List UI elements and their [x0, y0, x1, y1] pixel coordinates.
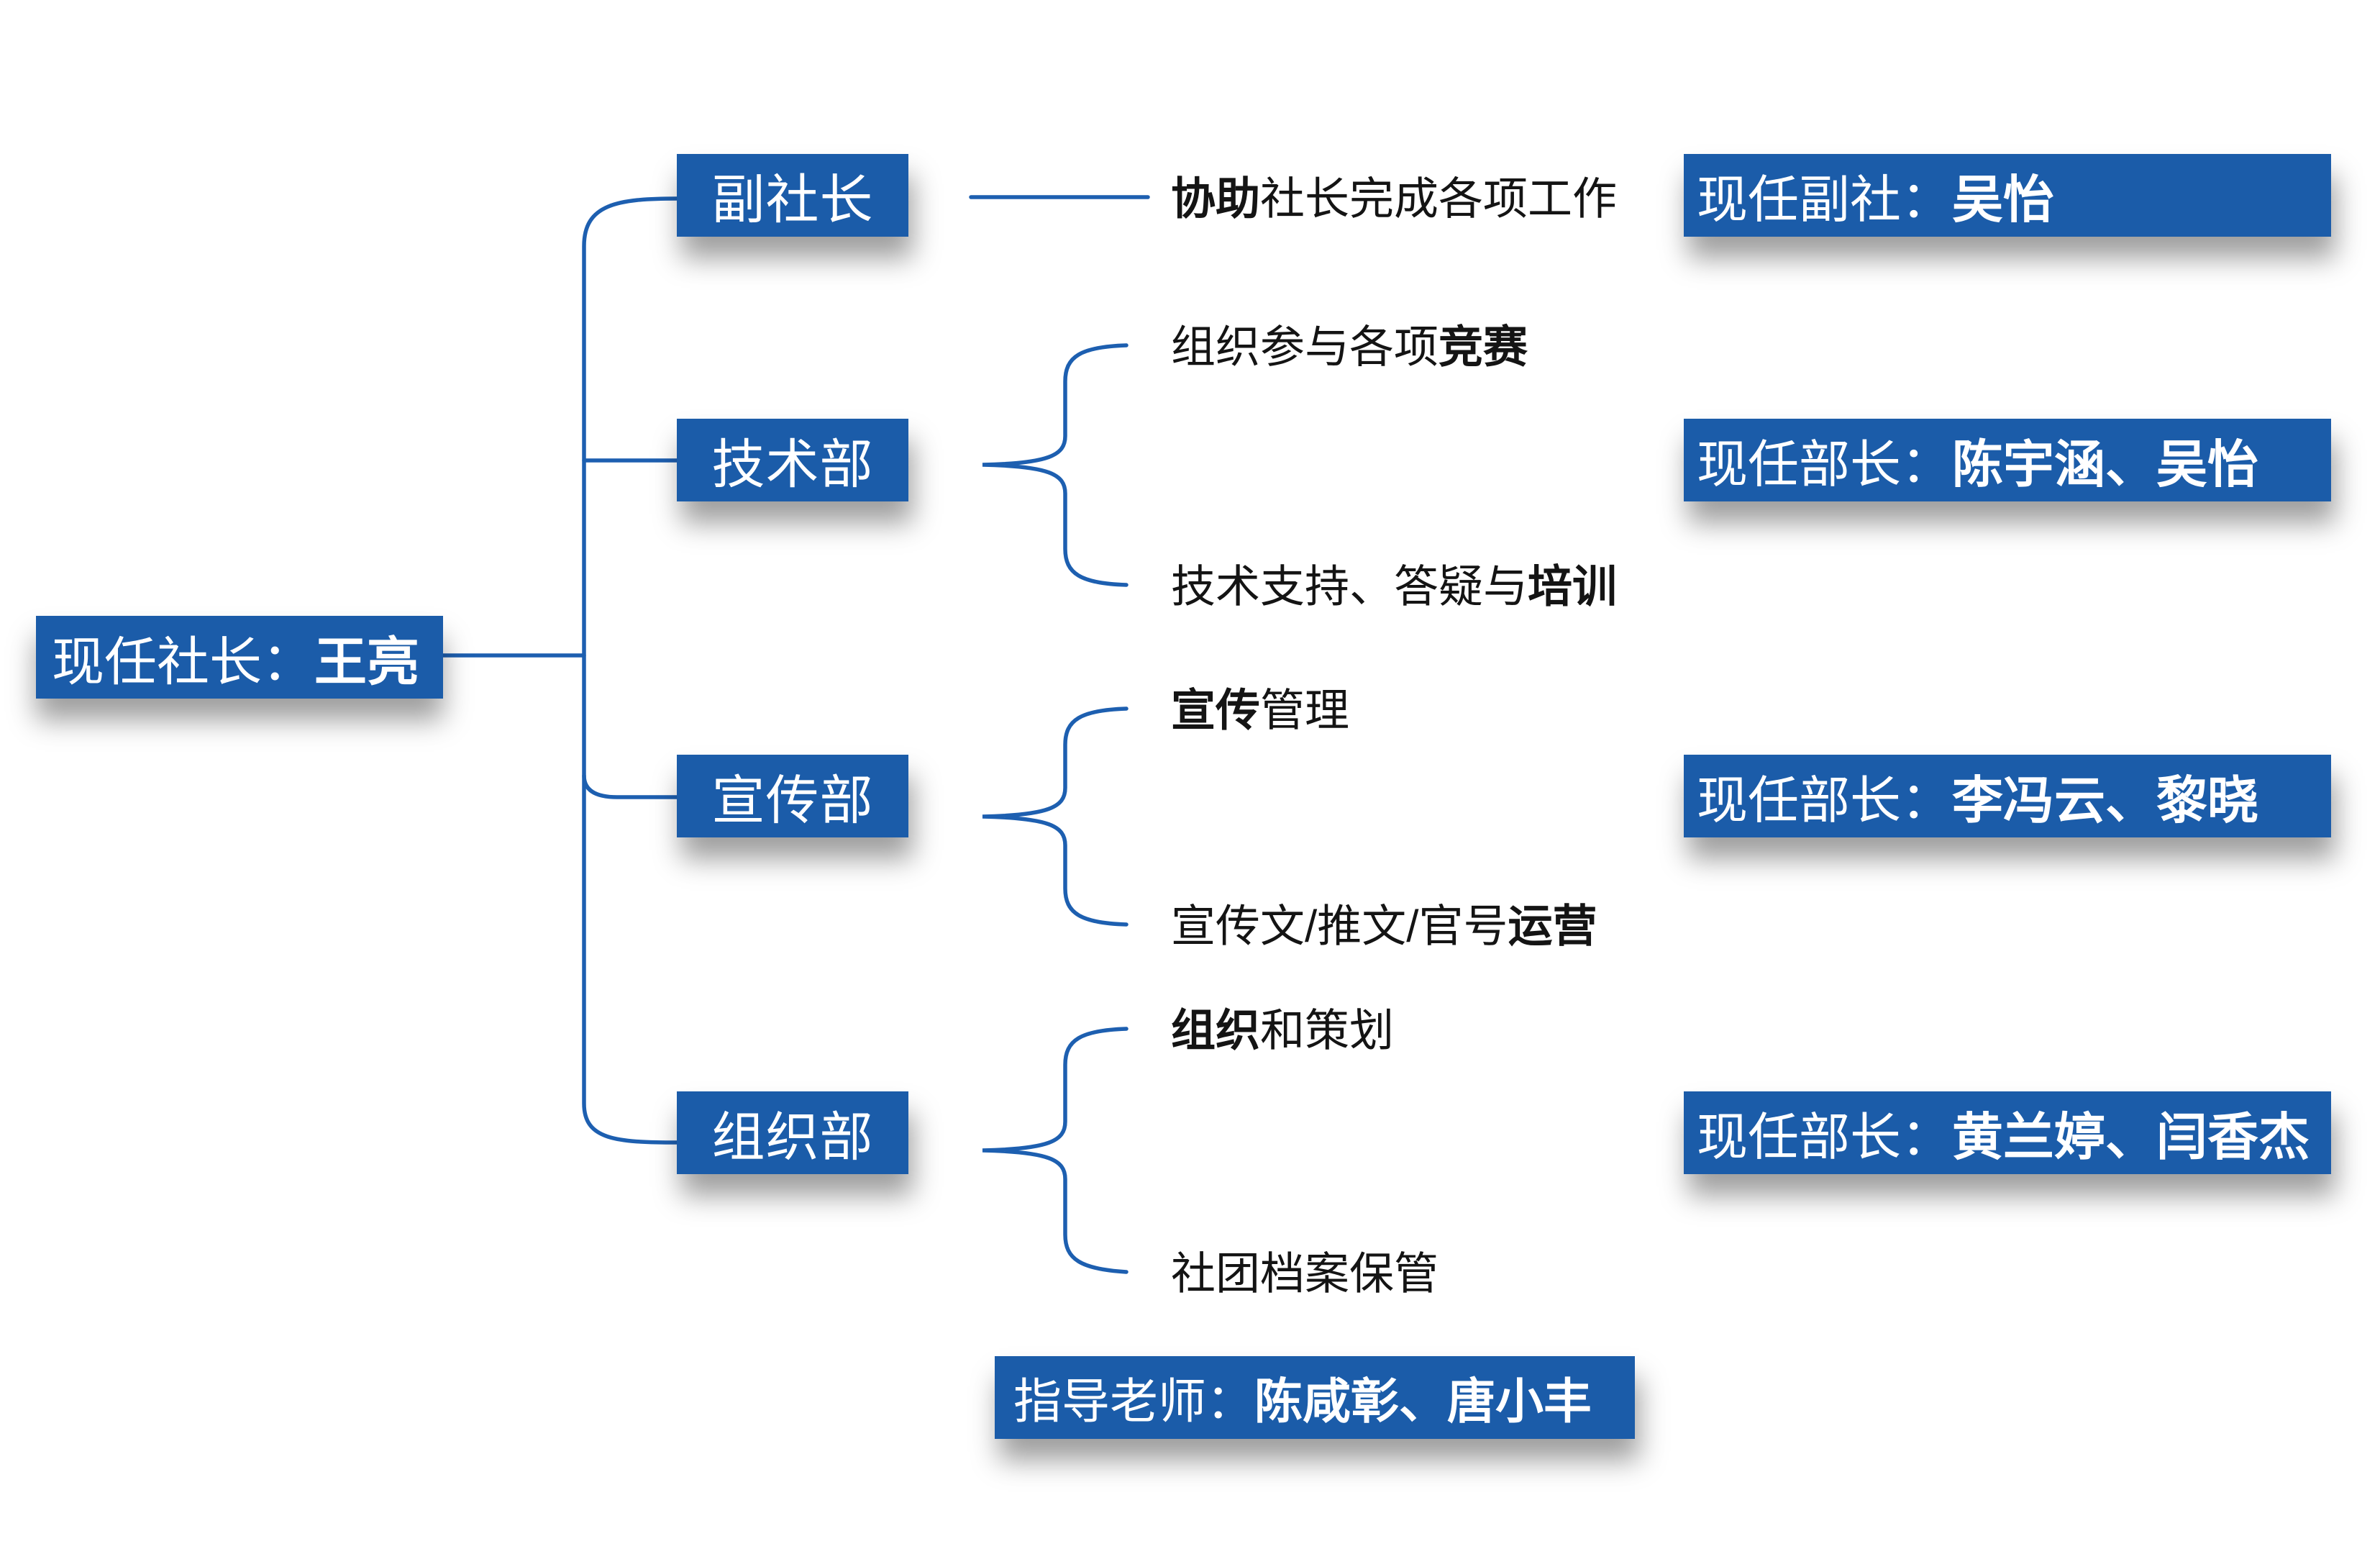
desc-segment-bold: 组织 [1171, 1006, 1261, 1056]
desc-segment-bold: 宣传 [1171, 686, 1261, 736]
leader-names: 陈宇涵、吴怡 [1952, 436, 2259, 494]
leader-bar-vice-president: 现任副社：吴怡 [1684, 154, 2331, 237]
desc-publicity-2: 宣传文/推文/官号运营 [1171, 889, 1597, 954]
desc-segment: 组织参与各项 [1171, 322, 1439, 373]
dept-box-vice-president: 副社长 [677, 154, 908, 237]
leader-label: 现任部长： [1697, 436, 1953, 494]
dept-label: 副社长 [711, 170, 874, 230]
publicity-brace [982, 706, 1129, 927]
leader-bar-tech: 现任部长：陈宇涵、吴怡 [1684, 419, 2331, 501]
desc-tech-1: 组织参与各项竞赛 [1171, 310, 1528, 375]
desc-segment-bold: 运营 [1508, 901, 1597, 952]
president-box: 现任社长：王亮 [36, 616, 443, 699]
leader-label: 现任部长： [1697, 772, 1953, 830]
desc-organization-1: 组织和策划 [1171, 994, 1394, 1058]
organization-brace [982, 1027, 1129, 1274]
dept-box-publicity: 宣传部 [677, 755, 908, 837]
desc-segment-bold: 竞赛 [1439, 322, 1528, 373]
desc-segment: 社团档案保管 [1171, 1249, 1439, 1299]
desc-segment-bold: 协助 [1171, 174, 1261, 224]
leader-names: 吴怡 [1952, 171, 2055, 229]
dept-box-tech: 技术部 [677, 419, 908, 501]
leader-label: 现任副社： [1697, 171, 1953, 229]
dept-box-organization: 组织部 [677, 1091, 908, 1174]
branch-publicity-connector [582, 773, 679, 799]
desc-tech-2: 技术支持、答疑与培训 [1171, 550, 1617, 614]
advisor-names: 陈咸彰、唐小丰 [1254, 1375, 1592, 1429]
desc-publicity-1: 宣传管理 [1171, 673, 1349, 738]
desc-segment: 宣传文/推文/官号 [1171, 901, 1508, 952]
desc-vice-president: 协助社长完成各项工作 [1171, 162, 1617, 227]
desc-segment: 管理 [1260, 686, 1350, 736]
desc-organization-2: 社团档案保管 [1171, 1237, 1439, 1301]
advisor-label: 指导老师： [1013, 1375, 1254, 1429]
leader-label: 现任部长： [1697, 1109, 1953, 1166]
desc-segment: 技术支持、答疑与 [1171, 562, 1528, 612]
president-label: 现任社长： [52, 632, 314, 691]
desc-segment: 和策划 [1260, 1006, 1395, 1056]
desc-segment-bold: 培训 [1528, 562, 1618, 612]
dept-label: 技术部 [711, 435, 874, 494]
leader-names: 黄兰婷、闫香杰 [1952, 1109, 2310, 1166]
dept-label: 宣传部 [711, 771, 874, 830]
leader-bar-organization: 现任部长：黄兰婷、闫香杰 [1684, 1091, 2331, 1174]
main-trunk-connector [582, 196, 679, 1145]
advisor-bar: 指导老师：陈咸彰、唐小丰 [995, 1356, 1635, 1439]
tech-brace [982, 343, 1129, 587]
leader-names: 李冯云、黎晓 [1952, 772, 2259, 830]
leader-bar-publicity: 现任部长：李冯云、黎晓 [1684, 755, 2331, 837]
president-name: 王亮 [314, 632, 419, 691]
desc-segment: 社长完成各项工作 [1260, 174, 1618, 224]
dept-label: 组织部 [711, 1107, 874, 1167]
